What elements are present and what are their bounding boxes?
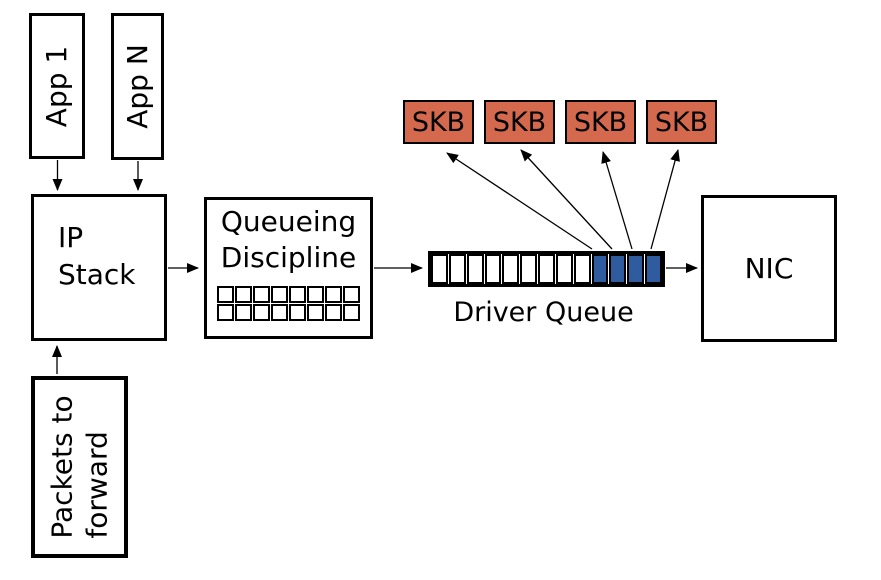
- queue-cell-empty: [431, 254, 448, 284]
- queue-cell-filled: [609, 254, 627, 284]
- skb-box: SKB: [565, 100, 636, 144]
- qdisc-grid-cell: [307, 286, 324, 303]
- appN-label: App N: [121, 44, 155, 129]
- ip-stack-line1: IP: [58, 221, 84, 254]
- qdisc-grid-cell: [271, 286, 288, 303]
- qdisc-grid-cell: [217, 286, 234, 303]
- arrow-queue-to-skb1: [446, 152, 593, 250]
- ip-stack-label: IP Stack: [58, 219, 136, 293]
- arrow-queue-to-skb2: [520, 149, 613, 250]
- qdisc-grid-cell: [235, 286, 252, 303]
- driver-queue: [428, 251, 665, 287]
- qdisc-grid-cell: [235, 304, 252, 321]
- skb-box: SKB: [646, 100, 717, 144]
- appN-box: App N: [111, 13, 164, 160]
- arrow-queue-to-skb4: [650, 149, 680, 250]
- queue-cell-empty: [573, 254, 591, 284]
- driver-queue-label: Driver Queue: [453, 297, 634, 328]
- skb-box: SKB: [403, 100, 474, 144]
- qdisc-grid-cell: [271, 304, 288, 321]
- app1-box: App 1: [29, 13, 85, 159]
- queue-cell-empty: [555, 254, 573, 284]
- skb-box: SKB: [484, 100, 555, 144]
- app1-label: App 1: [40, 45, 74, 127]
- queue-cell-filled: [645, 254, 662, 284]
- qdisc-grid-cell: [343, 304, 360, 321]
- packets-to-forward-box: Packets to forward: [31, 376, 128, 558]
- qdisc-line2: Discipline: [220, 241, 357, 274]
- pfwd-line2: forward: [80, 431, 114, 539]
- qdisc-grid-cell: [343, 286, 360, 303]
- ip-stack-box: IP Stack: [31, 194, 167, 341]
- queue-cell-filled: [591, 254, 609, 284]
- qdisc-line1: Queueing: [220, 205, 357, 238]
- qdisc-grid-cell: [289, 286, 306, 303]
- queue-cell-empty: [520, 254, 538, 284]
- queue-cell-empty: [484, 254, 502, 284]
- qdisc-grid-cell: [253, 304, 270, 321]
- ip-stack-line2: Stack: [58, 258, 136, 291]
- queueing-discipline-label: Queueing Discipline: [207, 204, 370, 276]
- skb-label: SKB: [411, 106, 466, 138]
- skb-label: SKB: [654, 106, 709, 138]
- queue-cell-filled: [627, 254, 645, 284]
- pfwd-line1: Packets to: [45, 395, 79, 539]
- qdisc-grid-cell: [307, 304, 324, 321]
- skb-label: SKB: [492, 106, 547, 138]
- nic-box: NIC: [701, 195, 837, 342]
- skb-label: SKB: [573, 106, 628, 138]
- queue-cell-empty: [448, 254, 466, 284]
- qdisc-grid-cell: [289, 304, 306, 321]
- queue-cell-empty: [538, 254, 555, 284]
- queueing-discipline-box: Queueing Discipline: [204, 197, 373, 339]
- qdisc-grid: [217, 286, 360, 321]
- queue-cell-empty: [502, 254, 520, 284]
- nic-label: NIC: [744, 252, 794, 285]
- qdisc-grid-cell: [325, 286, 342, 303]
- queue-cell-empty: [466, 254, 484, 284]
- qdisc-grid-cell: [325, 304, 342, 321]
- packets-to-forward-label: Packets to forward: [45, 395, 115, 538]
- qdisc-grid-cell: [217, 304, 234, 321]
- arrow-queue-to-skb3: [601, 151, 633, 250]
- qdisc-grid-cell: [253, 286, 270, 303]
